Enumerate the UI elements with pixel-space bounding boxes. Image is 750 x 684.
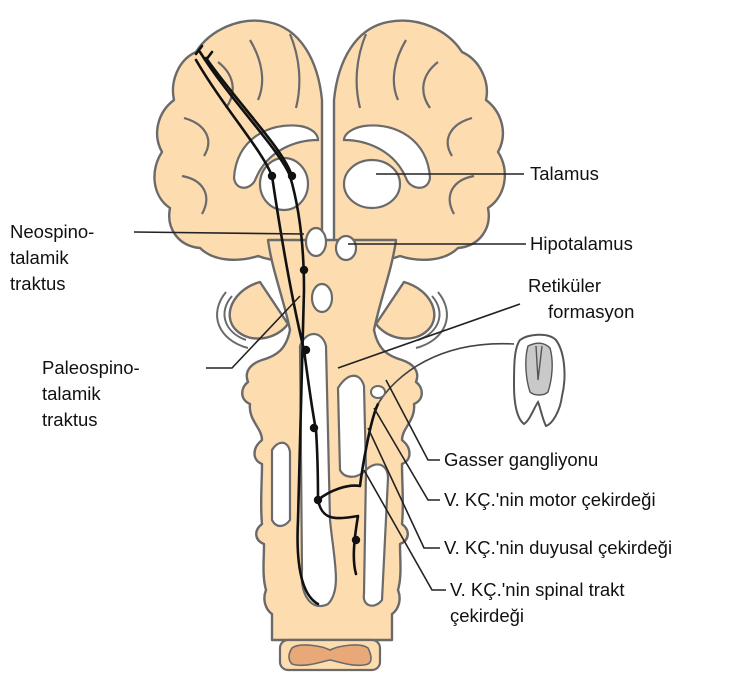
label-duyusal: V. KÇ.'nin duyusal çekirdeği bbox=[444, 537, 672, 558]
gasser-ganglion bbox=[371, 386, 385, 398]
label-paleospino-3: traktus bbox=[42, 409, 98, 430]
label-retikuler-2: formasyon bbox=[548, 301, 634, 322]
right-hypothalamus bbox=[336, 236, 356, 260]
tract-node bbox=[288, 172, 296, 180]
right-thalamus bbox=[344, 160, 400, 208]
tooth-icon bbox=[514, 335, 564, 426]
medulla-channel-left bbox=[272, 443, 290, 526]
label-neospino-2: talamik bbox=[10, 247, 69, 268]
tract-node bbox=[352, 536, 360, 544]
label-neospino-1: Neospino- bbox=[10, 221, 94, 242]
midbrain-hole bbox=[312, 284, 332, 312]
left-hypothalamus bbox=[306, 228, 326, 256]
tract-node bbox=[314, 496, 322, 504]
label-spinal-1: V. KÇ.'nin spinal trakt bbox=[450, 579, 625, 600]
tract-node bbox=[268, 172, 276, 180]
tract-node bbox=[310, 424, 318, 432]
tract-node bbox=[300, 266, 308, 274]
label-spinal-2: çekirdeği bbox=[450, 605, 524, 626]
label-talamus: Talamus bbox=[530, 163, 599, 184]
label-neospino-3: traktus bbox=[10, 273, 66, 294]
tract-node bbox=[302, 346, 310, 354]
label-motor: V. KÇ.'nin motor çekirdeği bbox=[444, 489, 656, 510]
label-retikuler-1: Retiküler bbox=[528, 275, 601, 296]
medulla-channel-right bbox=[338, 376, 366, 477]
label-paleospino-2: talamik bbox=[42, 383, 101, 404]
label-gasser: Gasser gangliyonu bbox=[444, 449, 598, 470]
label-hipotalamus: Hipotalamus bbox=[530, 233, 633, 254]
label-paleospino-1: Paleospino- bbox=[42, 357, 140, 378]
